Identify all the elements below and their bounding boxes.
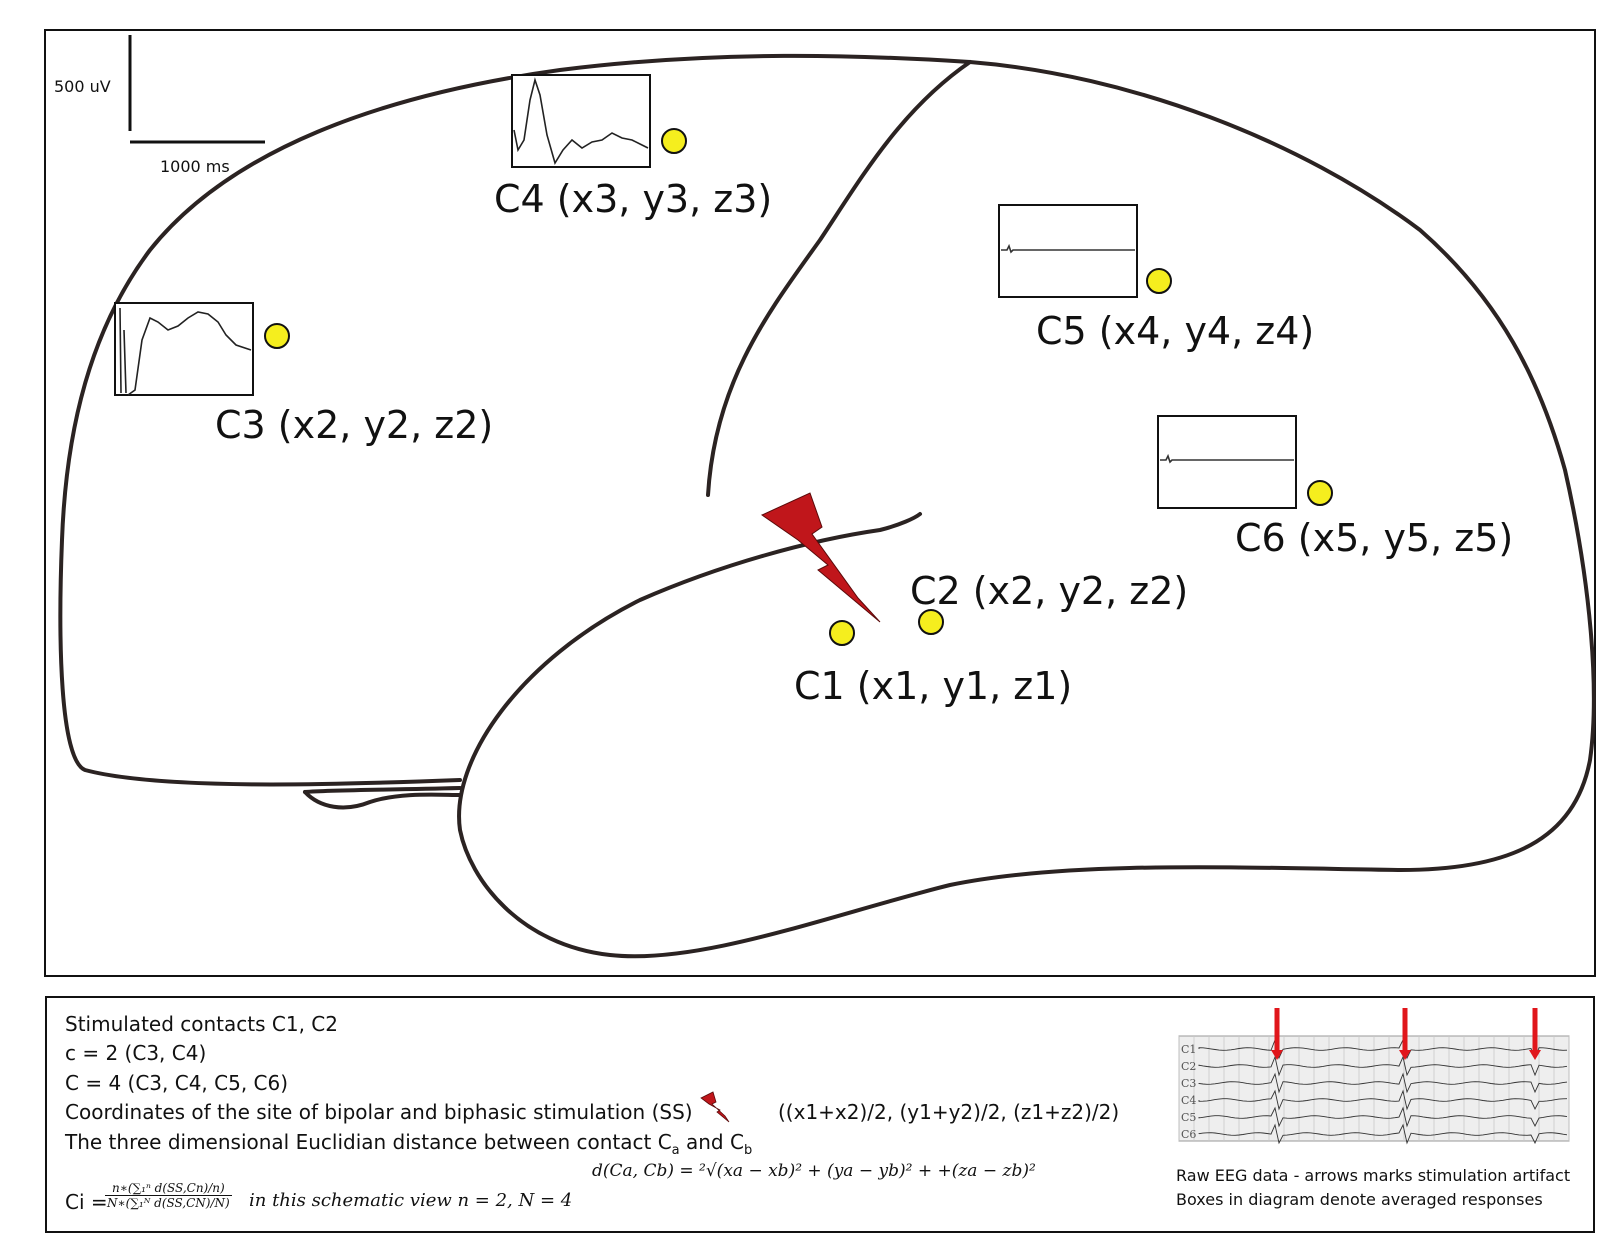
c-small-text: c = 2 (C3, C4) bbox=[65, 1041, 207, 1065]
stimulation-coordinates-text: Coordinates of the site of bipolar and b… bbox=[65, 1100, 693, 1124]
contact-marker-c2 bbox=[918, 609, 944, 635]
contact-marker-c4 bbox=[661, 128, 687, 154]
eeg-channel-label: C2 bbox=[1181, 1060, 1196, 1073]
contact-label-c4: C4 (x3, y3, z3) bbox=[494, 177, 772, 221]
eeg-channel-label: C5 bbox=[1181, 1111, 1196, 1124]
response-box-c5 bbox=[998, 204, 1138, 298]
response-box-c4 bbox=[511, 74, 651, 168]
contact-label-c3: C3 (x2, y2, z2) bbox=[215, 403, 493, 447]
ci-note: in this schematic view n = 2, N = 4 bbox=[249, 1190, 573, 1211]
scale-time-label: 1000 ms bbox=[160, 157, 230, 176]
ci-denominator: N∗(∑₁ᴺ d(SS,CN)/N) bbox=[107, 1196, 230, 1210]
stimulated-contacts-text: Stimulated contacts C1, C2 bbox=[65, 1012, 338, 1036]
contact-marker-c3 bbox=[264, 323, 290, 349]
stimulation-coordinates-formula: ((x1+x2)/2, (y1+y2)/2, (z1+z2)/2) bbox=[778, 1100, 1120, 1124]
contact-marker-c6 bbox=[1307, 480, 1333, 506]
contact-marker-c5 bbox=[1146, 268, 1172, 294]
ci-fraction: n∗(∑₁ⁿ d(SS,Cn)/n) N∗(∑₁ᴺ d(SS,CN)/N) bbox=[105, 1181, 232, 1210]
eeg-trace bbox=[1198, 1072, 1568, 1094]
stimulation-arrow-head bbox=[1271, 1050, 1283, 1060]
scale-voltage-label: 500 uV bbox=[54, 77, 111, 96]
contact-label-c1: C1 (x1, y1, z1) bbox=[794, 664, 1072, 708]
eeg-trace bbox=[1198, 1089, 1568, 1111]
contact-subscript-a: a bbox=[671, 1143, 680, 1158]
response-box-c3 bbox=[114, 302, 254, 396]
euclidean-distance-text-pre: The three dimensional Euclidian distance… bbox=[65, 1130, 672, 1154]
stimulation-arrow-head bbox=[1399, 1050, 1411, 1060]
scale-bar: 500 uV 1000 ms bbox=[54, 35, 265, 176]
response-box-c6 bbox=[1157, 415, 1297, 509]
diagram-frame bbox=[44, 29, 1596, 977]
eeg-trace bbox=[1198, 1123, 1568, 1145]
contact-marker-c1 bbox=[829, 620, 855, 646]
stimulation-bolt-icon bbox=[760, 492, 881, 623]
contact-subscript-b: b bbox=[743, 1143, 753, 1158]
eeg-caption-1: Raw EEG data - arrows marks stimulation … bbox=[1176, 1166, 1571, 1185]
contact-label-c5: C5 (x4, y4, z4) bbox=[1036, 309, 1314, 353]
eeg-trace bbox=[1198, 1106, 1568, 1128]
eeg-channel-label: C6 bbox=[1181, 1128, 1196, 1141]
eeg-trace bbox=[1198, 1055, 1568, 1077]
eeg-caption-2: Boxes in diagram denote averaged respons… bbox=[1176, 1190, 1543, 1209]
brain-outline bbox=[58, 53, 1596, 959]
stimulation-bolt-small-icon bbox=[700, 1091, 730, 1123]
eeg-trace bbox=[1198, 1038, 1568, 1060]
eeg-channel-label: C3 bbox=[1181, 1077, 1196, 1090]
euclidean-distance-and: and C bbox=[679, 1130, 744, 1154]
eeg-channel-label: C4 bbox=[1181, 1094, 1196, 1107]
euclidean-distance-text: The three dimensional Euclidian distance… bbox=[65, 1130, 752, 1158]
ci-numerator: n∗(∑₁ⁿ d(SS,Cn)/n) bbox=[105, 1181, 232, 1196]
contact-label-c2: C2 (x2, y2, z2) bbox=[910, 569, 1188, 613]
eeg-channel-label: C1 bbox=[1181, 1043, 1196, 1056]
ci-label: Ci = bbox=[65, 1190, 108, 1214]
distance-formula: d(Ca, Cb) = ²√(xa − xb)² + (ya − yb)² + … bbox=[592, 1161, 1036, 1181]
stimulation-arrow-head bbox=[1529, 1050, 1541, 1060]
info-panel: Stimulated contacts C1, C2 c = 2 (C3, C4… bbox=[45, 996, 1595, 1233]
contact-label-c6: C6 (x5, y5, z5) bbox=[1235, 516, 1513, 560]
c-large-text: C = 4 (C3, C4, C5, C6) bbox=[65, 1071, 289, 1095]
